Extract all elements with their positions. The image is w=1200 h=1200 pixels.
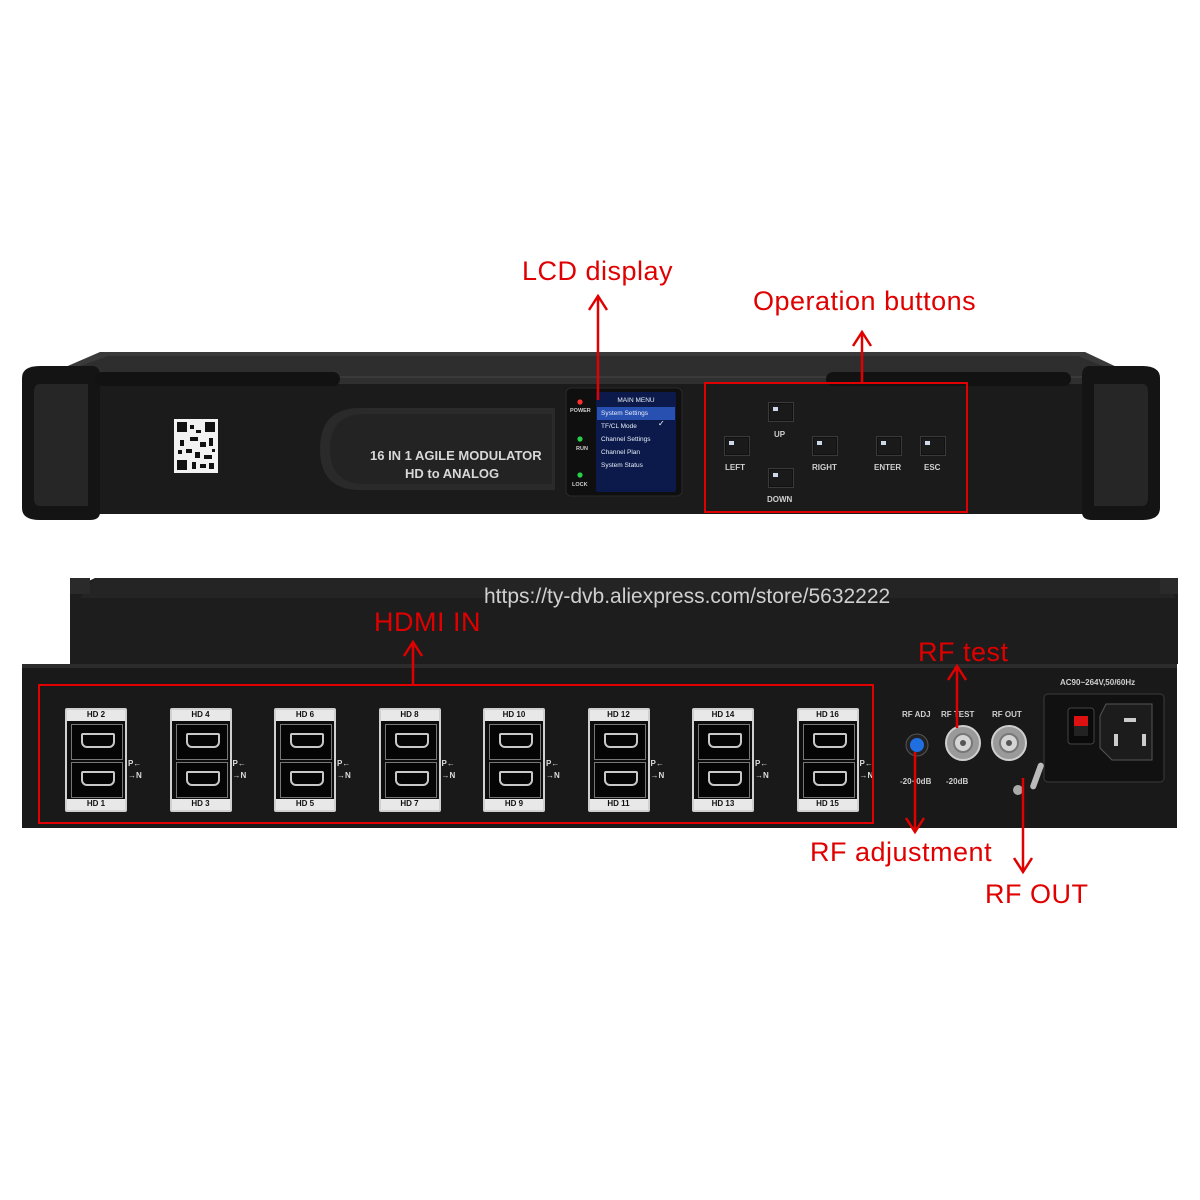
annotation-rf-test: RF test — [918, 637, 1009, 667]
up-button[interactable] — [768, 402, 794, 422]
left-button[interactable] — [724, 436, 750, 456]
rf-test-level: -20dB — [946, 777, 969, 786]
right-label: RIGHT — [812, 463, 837, 472]
esc-label: ESC — [924, 463, 941, 472]
lcd-display: MAIN MENU System Settings TF/CL Mode Cha… — [597, 394, 675, 472]
enter-label: ENTER — [874, 463, 902, 472]
annotation-rf-adjustment: RF adjustment — [810, 837, 993, 867]
power-spec-label: AC90~264V,50/60Hz — [1060, 678, 1136, 687]
lcd-item: System Status — [601, 462, 643, 469]
led-lock-label: LOCK — [572, 482, 588, 488]
up-label: UP — [774, 430, 786, 439]
model-line-1: 16 IN 1 AGILE MODULATOR — [370, 448, 542, 463]
down-label: DOWN — [767, 495, 793, 504]
annotation-operation-buttons: Operation buttons — [753, 286, 977, 316]
lcd-item: System Settings — [597, 407, 675, 420]
rf-adj-label: RF ADJ — [902, 710, 931, 719]
lcd-title: MAIN MENU — [617, 397, 655, 404]
rf-out-label: RF OUT — [992, 710, 1022, 719]
annotation-lcd-display: LCD display — [522, 256, 674, 286]
led-run-label: RUN — [576, 446, 588, 452]
down-button[interactable] — [768, 468, 794, 488]
esc-button[interactable] — [920, 436, 946, 456]
annotation-rf-out: RF OUT — [985, 879, 1089, 909]
lcd-item: Channel Settings — [601, 436, 651, 443]
store-url-watermark: https://ty-dvb.aliexpress.com/store/5632… — [484, 585, 891, 608]
lcd-item: TF/CL Mode — [601, 423, 637, 430]
right-button[interactable] — [812, 436, 838, 456]
operation-buttons-highlight — [704, 382, 968, 513]
hdmi-in-highlight — [38, 684, 874, 824]
enter-button[interactable] — [876, 436, 902, 456]
check-icon: ✓ — [658, 419, 665, 428]
annotation-hdmi-in: HDMI IN — [374, 607, 481, 637]
led-power-label: POWER — [570, 408, 591, 414]
left-label: LEFT — [725, 463, 745, 472]
lcd-item: Channel Plan — [601, 449, 641, 456]
model-line-2: HD to ANALOG — [405, 466, 500, 481]
